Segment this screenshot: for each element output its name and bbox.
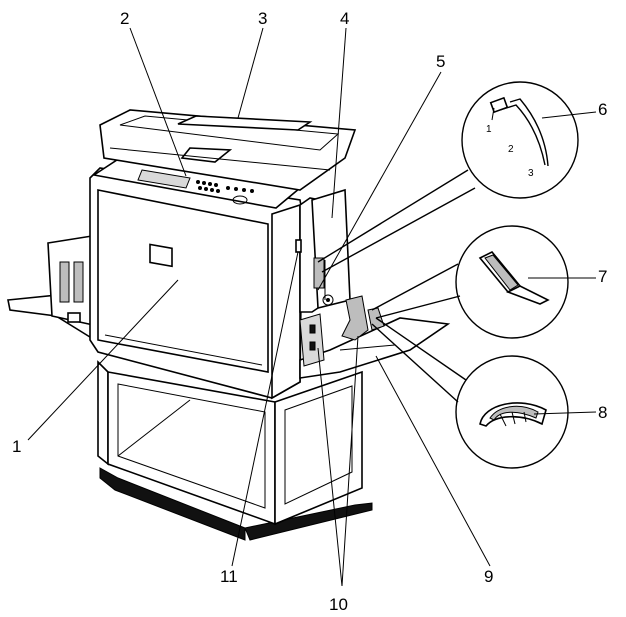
paper-feed-tray (7, 235, 99, 344)
callout-3: 3 (258, 9, 267, 28)
callout-2: 2 (120, 9, 129, 28)
callout-7: 7 (598, 267, 607, 286)
callout-1: 1 (12, 437, 21, 456)
callout-5: 5 (436, 52, 445, 71)
callout-11: 11 (220, 567, 238, 586)
detail-sublabel-2: 2 (508, 144, 514, 155)
detail-circle-8 (455, 355, 569, 469)
callout-9: 9 (484, 567, 493, 586)
floor-shadow (99, 467, 246, 541)
detail-sublabel-3: 3 (528, 168, 534, 179)
callout-10: 10 (329, 595, 348, 614)
leader-lines (27, 27, 597, 587)
main-body (89, 157, 331, 400)
floor-shadow-right (244, 502, 373, 541)
detail-sublabel-1: 1 (486, 124, 492, 135)
document-feeder (99, 109, 357, 191)
cabinet (97, 360, 363, 526)
callout-8: 8 (598, 403, 607, 422)
paper-delivery-tray (299, 295, 451, 379)
keypad (196, 180, 254, 205)
callout-4: 4 (340, 9, 349, 28)
side-unit (311, 188, 351, 310)
detail-circle-6 (461, 81, 579, 199)
detail-circle-7 (455, 225, 569, 339)
main-switch (295, 239, 302, 253)
callout-6: 6 (598, 100, 607, 119)
